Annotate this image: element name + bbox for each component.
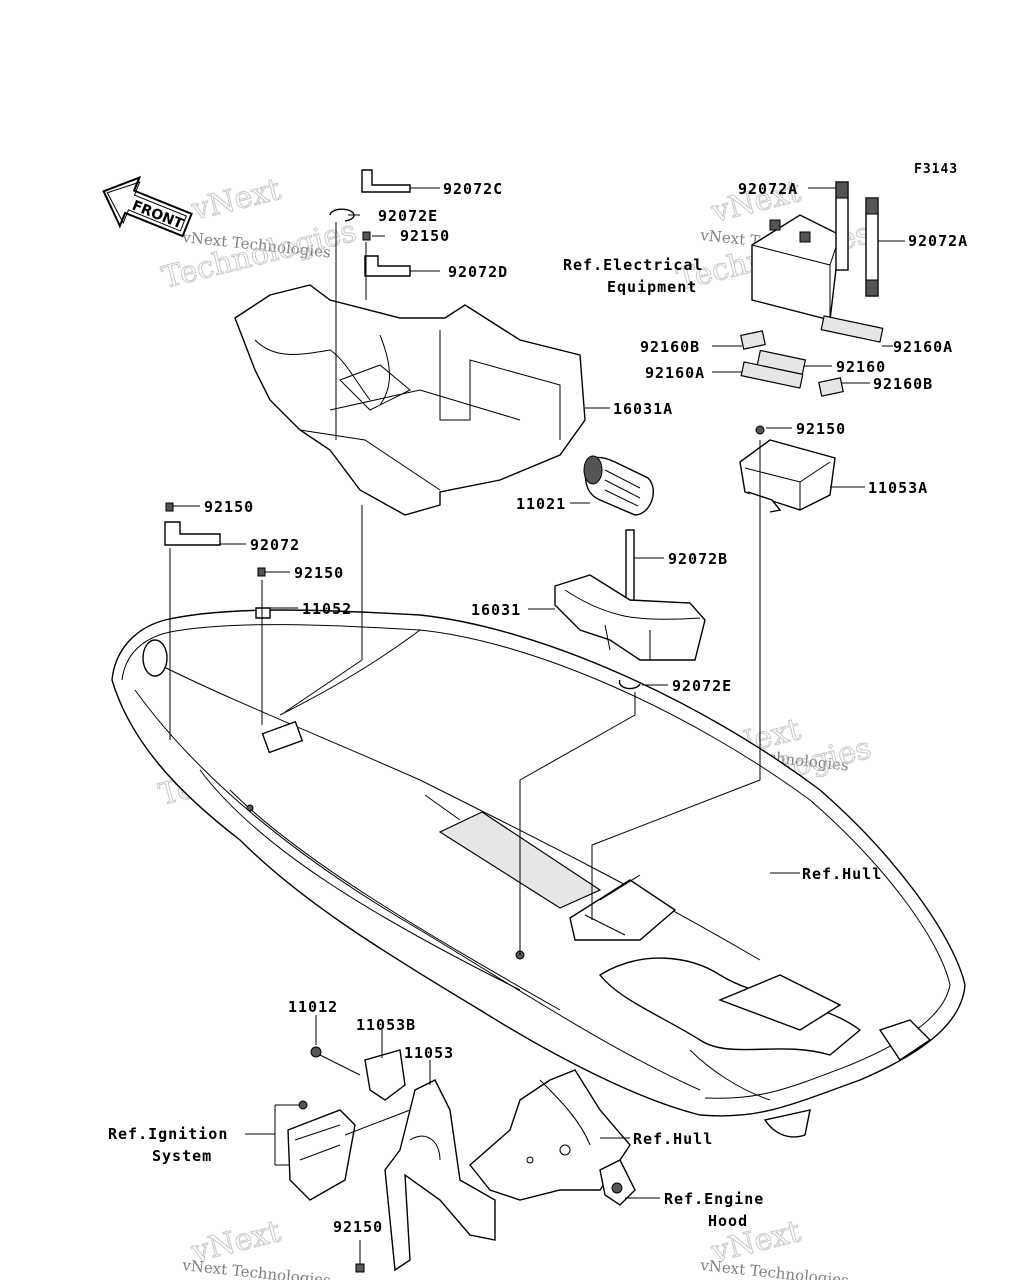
callout-92160A-left: 92160A [645, 364, 705, 382]
callout-11053A: 11053A [868, 479, 928, 497]
callout-92072A-right: 92072A [908, 232, 968, 250]
bracket-11053B [364, 1049, 406, 1101]
bolt-92150-top [362, 231, 371, 241]
callout-92160B-left: 92160B [640, 338, 700, 356]
ref-ignition-line2: System [152, 1147, 212, 1165]
part-16031A [234, 284, 586, 516]
watermark-text: vNext Technologies [699, 1256, 850, 1280]
callout-11021: 11021 [516, 495, 566, 513]
callout-11052: 11052 [302, 600, 352, 618]
bracket-92072D [364, 255, 411, 277]
hull-section-lower [469, 1069, 631, 1201]
ref-ignition-line1: Ref.Ignition [108, 1125, 228, 1143]
part-11053A [739, 425, 836, 513]
strap-92072A [835, 181, 879, 297]
clip-92072E-top [329, 208, 355, 222]
part-16031 [554, 529, 706, 690]
bracket-11053 [384, 1079, 496, 1272]
callout-92072E-bottom: 92072E [672, 677, 732, 695]
callout-92072D: 92072D [448, 263, 508, 281]
leader-lines [169, 187, 905, 1264]
part-11052 [255, 607, 271, 619]
bolt-92150-left [165, 502, 174, 512]
ref-electrical-line2: Equipment [607, 278, 697, 296]
callout-11053: 11053 [404, 1044, 454, 1062]
ignition-module [287, 1100, 356, 1201]
callout-92072B: 92072B [668, 550, 728, 568]
part-11021 [583, 455, 654, 516]
callout-16031A: 16031A [613, 400, 673, 418]
callout-92150-top: 92150 [400, 227, 450, 245]
callout-labels: 92072C 92072E 92150 92072D 92072A 92072A… [108, 180, 968, 1236]
callout-92072: 92072 [250, 536, 300, 554]
pads-92160 [740, 315, 884, 397]
bracket-92072C [361, 169, 411, 193]
bolt-92150-mid [257, 567, 266, 577]
callout-92072C: 92072C [443, 180, 503, 198]
callout-92150-left: 92150 [204, 498, 254, 516]
callout-92150-right: 92150 [796, 420, 846, 438]
ref-electrical-line1: Ref.Electrical [563, 256, 703, 274]
callout-92150-bottom: 92150 [333, 1218, 383, 1236]
bracket-92072 [164, 521, 221, 546]
callout-92072E-top: 92072E [378, 207, 438, 225]
watermark-technologies: Technologies [158, 214, 359, 296]
front-arrow: FRONT [102, 175, 193, 238]
callout-11053B: 11053B [356, 1016, 416, 1034]
hull [111, 609, 966, 1138]
watermark-text: vNext Technologies [181, 1256, 332, 1280]
ref-hull-main: Ref.Hull [802, 865, 882, 883]
part-battery [751, 214, 841, 321]
callout-92160: 92160 [836, 358, 886, 376]
ref-engine-hood-line2: Hood [708, 1212, 748, 1230]
callout-92160B-right: 92160B [873, 375, 933, 393]
callout-92150-mid: 92150 [294, 564, 344, 582]
bolt-11012 [310, 1046, 322, 1058]
callout-92072A-left: 92072A [738, 180, 798, 198]
ref-engine-hood-line1: Ref.Engine [664, 1190, 764, 1208]
callout-92160A-right: 92160A [893, 338, 953, 356]
callout-11012: 11012 [288, 998, 338, 1016]
bolt-92150-bottom [355, 1263, 365, 1273]
figure-code: F3143 [914, 162, 958, 177]
watermark-vnext: vNext [187, 172, 284, 228]
callout-16031: 16031 [471, 601, 521, 619]
ref-hull-lower: Ref.Hull [633, 1130, 713, 1148]
